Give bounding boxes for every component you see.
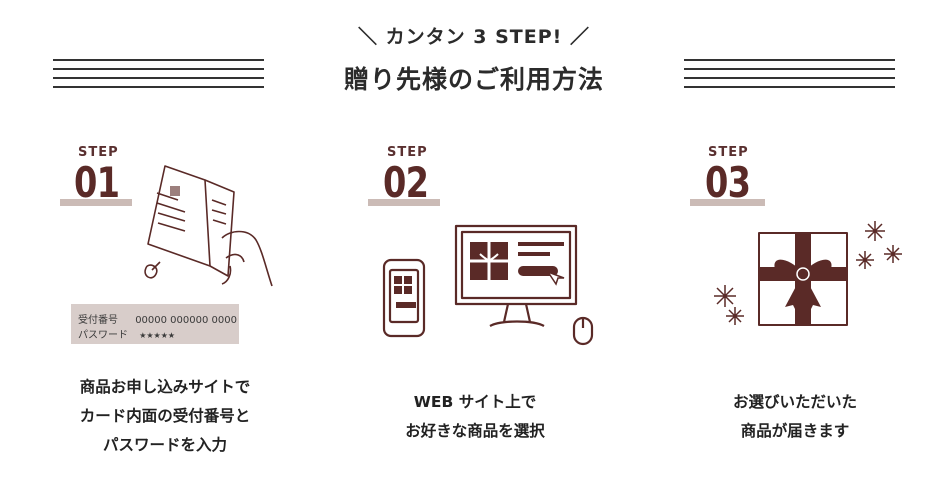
reception-card: 受付番号 00000 000000 0000 パスワード ★★★★★ — [71, 304, 239, 344]
step1-label: STEP — [78, 145, 119, 160]
step1-number: 01 — [74, 158, 120, 207]
step2-label: STEP — [387, 145, 428, 160]
header-lines-left — [53, 59, 264, 95]
password-label: パスワード — [78, 330, 128, 341]
gift-box-icon — [714, 221, 902, 326]
step2-description: WEB サイト上で お好きな商品を選択 — [350, 388, 600, 446]
password-value: ★★★★★ — [139, 331, 176, 340]
step1-desc-line1: 商品お申し込みサイトで — [79, 378, 251, 396]
step3-desc-line2: 商品が届きます — [740, 422, 850, 440]
step2-desc-line2: お好きな商品を選択 — [405, 422, 545, 440]
header-subtitle: ＼ カンタン 3 STEP! ／ — [358, 26, 590, 48]
step2-bar — [368, 199, 440, 206]
step3-description: お選びいただいた 商品が届きます — [670, 388, 920, 446]
page-title: 贈り先様のご利用方法 — [343, 65, 604, 94]
reception-number-label: 受付番号 — [78, 315, 118, 326]
step1-desc-line2: カード内面の受付番号と — [79, 407, 251, 425]
devices-icon — [382, 224, 594, 346]
step2-number: 02 — [383, 158, 429, 207]
step1-bar — [60, 199, 132, 206]
booklet-hand-icon — [144, 165, 273, 287]
step1-description: 商品お申し込みサイトで カード内面の受付番号と パスワードを入力 — [40, 373, 290, 460]
step3-number: 03 — [705, 158, 751, 207]
step3-bar — [690, 199, 765, 206]
step2-desc-line1: WEB サイト上で — [413, 393, 537, 411]
step1-desc-line3: パスワードを入力 — [102, 436, 227, 454]
step3-desc-line1: お選びいただいた — [732, 393, 857, 411]
reception-number-value: 00000 000000 0000 — [135, 315, 237, 326]
step3-label: STEP — [708, 145, 749, 160]
header-lines-right — [684, 59, 895, 95]
